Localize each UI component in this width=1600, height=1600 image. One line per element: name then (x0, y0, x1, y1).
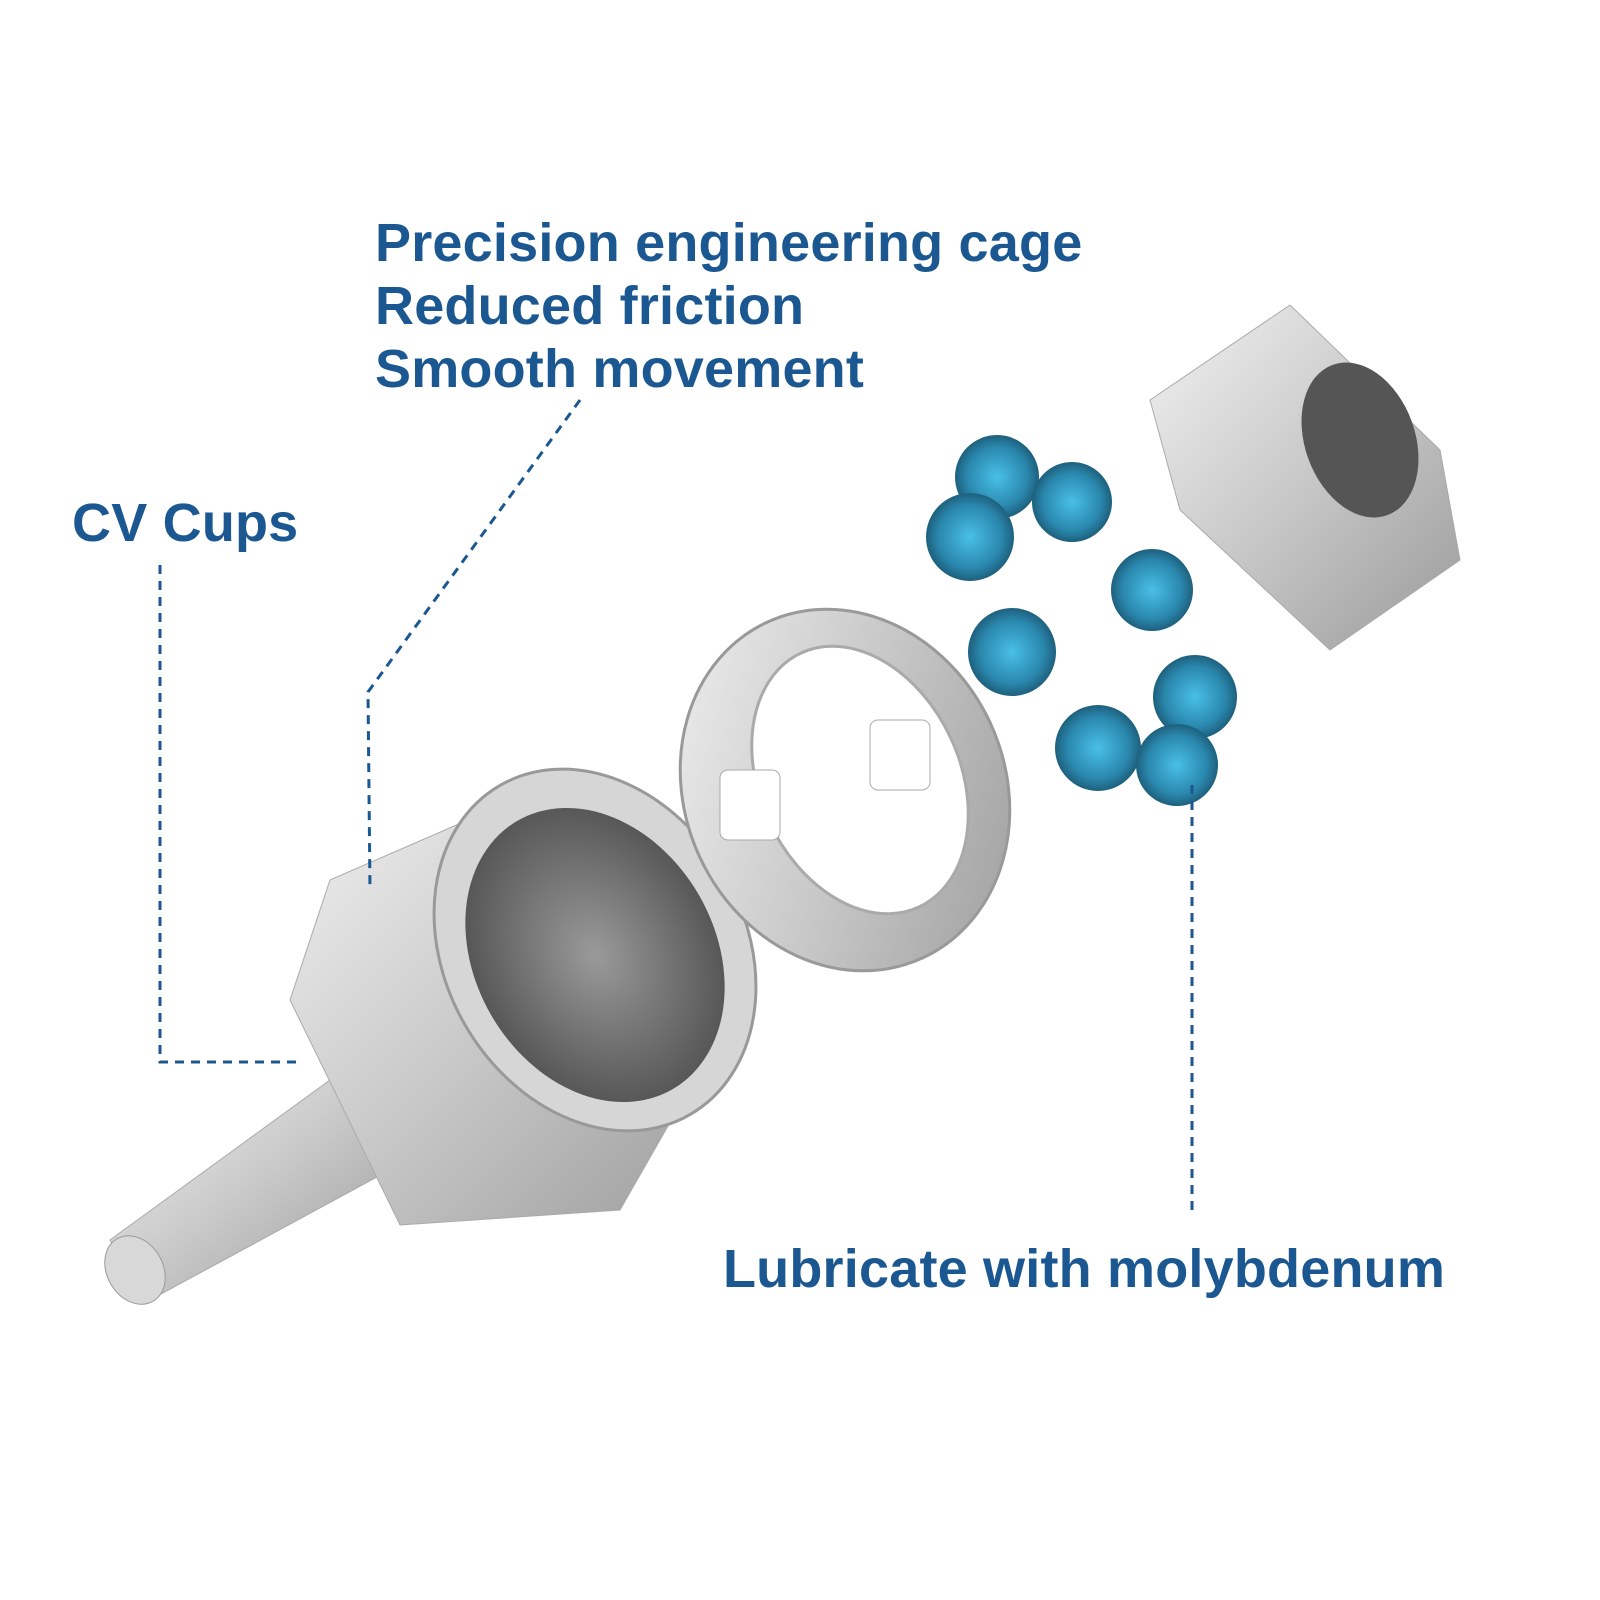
cv-cup (289, 767, 758, 1226)
cage-leader-line (366, 399, 582, 891)
cv-cups-leader-line (158, 565, 298, 1064)
cage-label-line-1: Precision engineering cage (375, 213, 1083, 273)
cage (678, 607, 1012, 973)
balls (926, 435, 1237, 806)
cage-label: Precision engineering cage Reduced frict… (375, 212, 1082, 401)
shaft (104, 1079, 391, 1305)
cv-cups-label: CV Cups (72, 493, 299, 553)
cage-label-line-2: Reduced friction (375, 276, 805, 336)
cage-label-line-3: Smooth movement (375, 339, 865, 399)
inner-race (1149, 304, 1461, 651)
lubricate-label: Lubricate with molybdenum (723, 1239, 1446, 1299)
